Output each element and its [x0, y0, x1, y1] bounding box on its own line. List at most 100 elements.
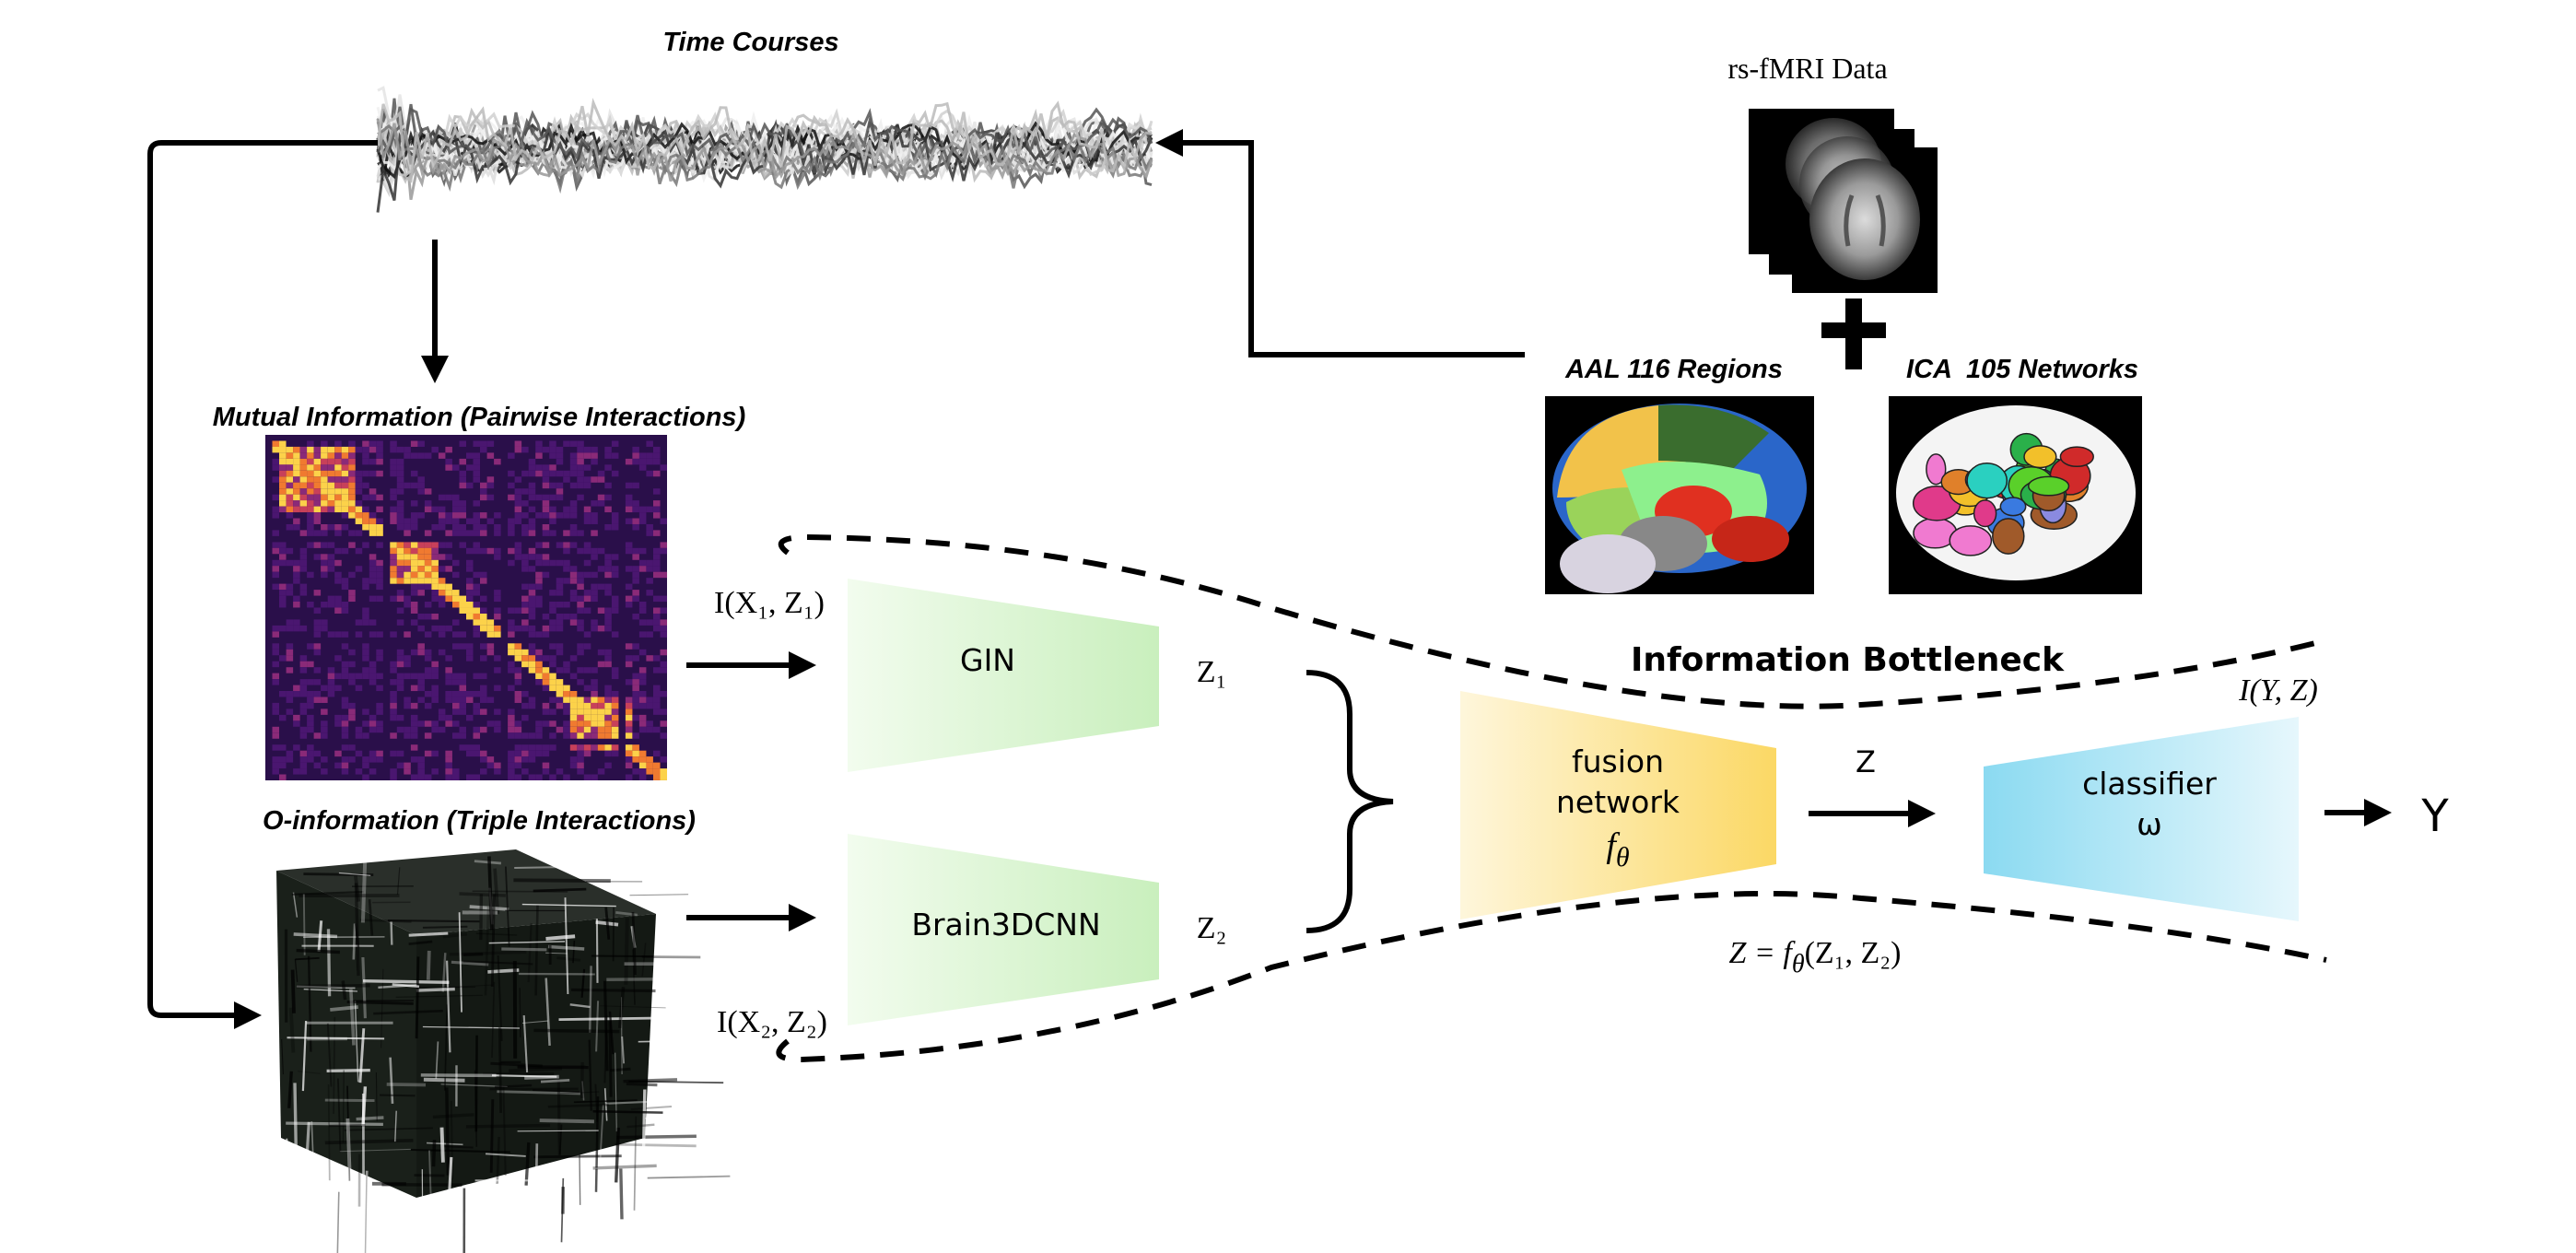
matrix-cell	[508, 714, 515, 721]
cube-texture-stroke	[291, 891, 364, 896]
matrix-cell	[417, 774, 425, 780]
matrix-cell	[535, 649, 543, 656]
matrix-cell	[577, 578, 584, 584]
matrix-cell	[549, 506, 556, 513]
matrix-cell	[528, 625, 536, 632]
cube-texture-stroke	[301, 1021, 308, 1092]
matrix-cell	[569, 673, 578, 680]
matrix-cell	[473, 614, 481, 620]
matrix-cell	[396, 506, 404, 513]
matrix-cell	[563, 512, 570, 519]
ica-network-blob	[1949, 525, 1993, 556]
matrix-cell	[535, 726, 543, 733]
matrix-cell	[625, 602, 633, 608]
matrix-cell	[445, 673, 452, 680]
matrix-cell	[355, 673, 363, 680]
matrix-cell	[577, 464, 584, 471]
matrix-cell	[321, 452, 328, 459]
matrix-cell	[549, 518, 556, 524]
cube-texture-stroke	[631, 911, 637, 976]
matrix-cell	[494, 762, 501, 769]
matrix-cell	[459, 458, 467, 465]
matrix-cell	[279, 762, 287, 769]
matrix-cell	[521, 530, 529, 536]
matrix-cell	[597, 583, 605, 591]
matrix-cell	[583, 452, 591, 459]
matrix-cell	[653, 595, 661, 603]
matrix-cell	[611, 708, 619, 715]
matrix-cell	[390, 595, 397, 603]
matrix-cell	[286, 512, 294, 519]
matrix-cell	[466, 547, 474, 555]
matrix-cell	[542, 542, 550, 548]
matrix-cell	[279, 774, 287, 780]
matrix-cell	[334, 762, 342, 769]
matrix-cell	[396, 547, 404, 555]
matrix-cell	[486, 762, 495, 769]
matrix-cell	[272, 464, 280, 471]
matrix-cell	[549, 685, 556, 692]
matrix-cell	[604, 649, 612, 656]
matrix-cell	[563, 720, 570, 727]
matrix-cell	[591, 512, 598, 519]
matrix-cell	[424, 750, 432, 757]
matrix-cell	[542, 482, 550, 489]
matrix-cell	[272, 726, 280, 733]
matrix-cell	[646, 726, 653, 733]
matrix-cell	[390, 512, 397, 519]
matrix-cell	[334, 524, 342, 531]
matrix-cell	[272, 559, 280, 567]
matrix-cell	[577, 768, 584, 775]
matrix-cell	[341, 702, 349, 709]
matrix-cell	[369, 470, 377, 477]
matrix-cell	[396, 518, 404, 524]
matrix-cell	[355, 631, 363, 638]
matrix-cell	[508, 661, 515, 668]
cube-texture-stroke	[423, 1077, 465, 1083]
matrix-cell	[341, 452, 349, 459]
matrix-cell	[424, 452, 432, 459]
matrix-cell	[604, 566, 612, 572]
matrix-cell	[313, 488, 322, 495]
matrix-cell	[646, 524, 653, 531]
cube-texture-stroke	[569, 1003, 591, 1009]
matrix-cell	[424, 547, 432, 555]
matrix-cell	[424, 631, 432, 638]
matrix-cell	[438, 590, 446, 596]
matrix-cell	[404, 559, 411, 567]
matrix-cell	[307, 679, 314, 685]
matrix-cell	[321, 685, 328, 692]
matrix-cell	[604, 625, 612, 632]
matrix-cell	[577, 470, 584, 477]
matrix-cell	[486, 476, 495, 483]
matrix-cell	[556, 702, 564, 709]
matrix-cell	[583, 512, 591, 519]
matrix-cell	[431, 524, 439, 531]
matrix-cell	[611, 452, 619, 459]
cube-texture-stroke	[484, 906, 490, 996]
matrix-cell	[452, 595, 460, 603]
matrix-cell	[480, 512, 487, 519]
matrix-cell	[508, 774, 515, 780]
matrix-cell	[321, 440, 328, 447]
matrix-cell	[514, 512, 522, 519]
matrix-cell	[577, 714, 584, 721]
matrix-cell	[313, 530, 322, 536]
matrix-cell	[632, 547, 639, 555]
matrix-cell	[299, 768, 308, 775]
matrix-cell	[341, 583, 349, 591]
matrix-cell	[611, 470, 619, 477]
cube-texture-stroke	[463, 960, 533, 966]
matrix-cell	[591, 518, 598, 524]
matrix-cell	[404, 702, 411, 709]
matrix-cell	[549, 720, 556, 727]
matrix-cell	[334, 750, 342, 757]
cube-texture-stroke	[414, 1174, 445, 1177]
matrix-cell	[321, 708, 328, 715]
matrix-cell	[638, 667, 647, 673]
cube-texture-stroke	[379, 1094, 416, 1097]
matrix-cell	[348, 470, 356, 477]
matrix-cell	[313, 476, 322, 483]
matrix-cell	[569, 702, 578, 709]
matrix-cell	[404, 726, 411, 733]
